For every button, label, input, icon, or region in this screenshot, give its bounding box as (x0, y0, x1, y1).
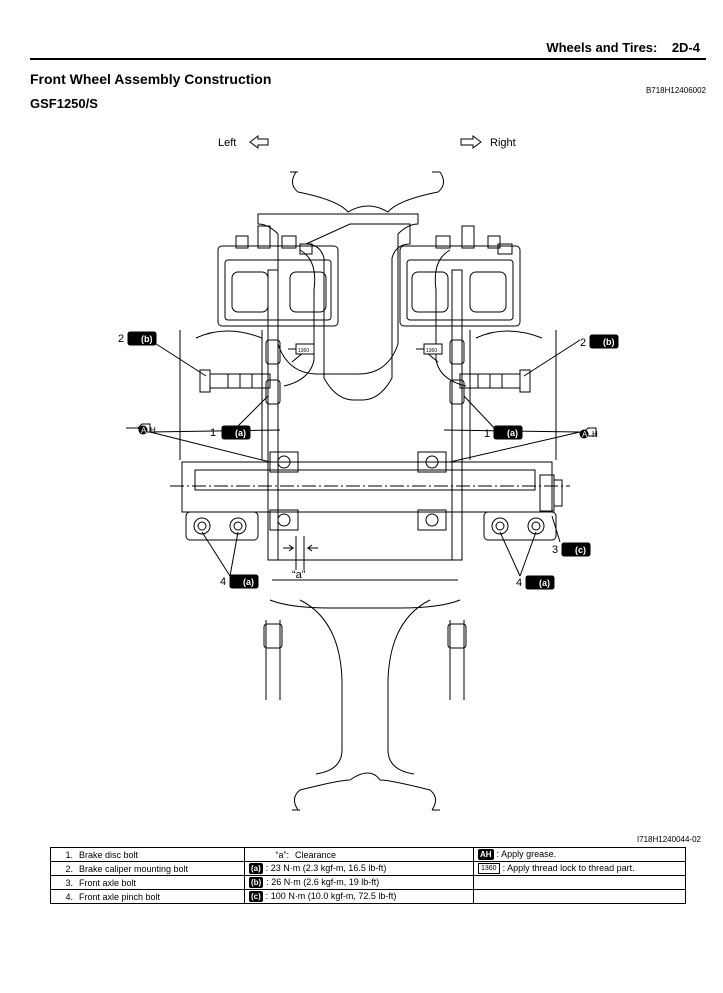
callout-2-left: 2 (118, 333, 124, 345)
clearance-cell: “a”:Clearance (244, 847, 474, 862)
callout-4-left: 4 (220, 576, 226, 588)
empty-cell (473, 875, 686, 890)
header-rule (30, 58, 706, 60)
torque-icon (127, 331, 157, 346)
svg-text:1360: 1360 (298, 348, 309, 354)
spoke-lower (299, 599, 431, 775)
grease-icon: A H (126, 423, 156, 435)
page-number: 2D-4 (671, 40, 700, 55)
svg-text:A: A (141, 426, 147, 435)
torque-a-right: (a) (507, 428, 518, 438)
table-row: 3.Front axle bolt (b): 26 N·m (2.6 kgf-m… (50, 875, 686, 890)
thread-lock-icon: 1360 (288, 343, 315, 355)
thread-lock-cell: 1360: Apply thread lock to thread part. (473, 861, 686, 876)
torque-cell: (b): 26 N·m (2.6 kgf-m, 19 lb-ft) (244, 875, 474, 890)
table-row: 1.Brake disc bolt “a”:Clearance AH: Appl… (50, 847, 686, 862)
table-row: 2.Brake caliper mounting bolt (a): 23 N·… (50, 861, 686, 876)
section-title: Wheels and Tires: (546, 40, 658, 55)
legend-item: 2.Brake caliper mounting bolt (50, 861, 245, 876)
torque-a-pinch-left: (a) (243, 577, 254, 587)
legend-item: 4.Front axle pinch bolt (50, 889, 245, 904)
right-pinch-bolts (483, 511, 557, 541)
figure-code-bottom: I718H1240044-02 (636, 835, 701, 844)
left-pinch-bolts (185, 511, 259, 541)
svg-text:1360: 1360 (426, 348, 437, 354)
torque-icon (589, 334, 619, 349)
empty-cell (473, 889, 686, 904)
page-title: Front Wheel Assembly Construction (30, 71, 272, 87)
torque-icon (525, 575, 555, 590)
grease-icon: AH (478, 849, 494, 861)
right-arrow-icon (460, 135, 482, 149)
hub-lower (268, 559, 462, 609)
thread-lock-icon: 1360 (416, 343, 443, 355)
left-arrow-icon (249, 135, 269, 149)
clearance-indicator: “a” (283, 536, 318, 581)
figure-code-top: B718H12406002 (645, 86, 706, 95)
rim-bottom (294, 772, 436, 811)
torque-icon (221, 425, 251, 440)
torque-cell: (a): 23 N·m (2.3 kgf-m, 16.5 lb-ft) (244, 861, 474, 876)
torque-icon: (a) (249, 863, 263, 875)
torque-c: (c) (575, 545, 586, 555)
right-fork-leg (469, 330, 557, 460)
torque-icon (493, 425, 523, 440)
left-caliper-bolt (199, 369, 271, 393)
torque-icon (229, 574, 259, 589)
torque-a-left: (a) (235, 428, 246, 438)
legend-table: 1.Brake disc bolt “a”:Clearance AH: Appl… (50, 847, 686, 904)
grease-icon: A H (572, 427, 598, 439)
svg-text:A: A (582, 430, 588, 439)
torque-b-left: (b) (141, 334, 153, 344)
torque-icon: (c) (249, 891, 263, 903)
callout-1-left: 1 (210, 427, 216, 439)
left-fork-leg (179, 330, 263, 460)
clearance-label: “a” (292, 569, 306, 581)
grease-cell: AH: Apply grease. (473, 847, 686, 862)
right-label: Right (490, 137, 516, 149)
right-brake-caliper (399, 225, 521, 327)
callout-3: 3 (552, 544, 558, 556)
left-label: Left (218, 137, 236, 149)
torque-cell: (c): 100 N·m (10.0 kgf-m, 72.5 lb-ft) (244, 889, 474, 904)
left-brake-caliper (217, 225, 339, 327)
svg-text:H: H (592, 430, 598, 439)
model-name: GSF1250/S (30, 96, 98, 111)
torque-icon: (b) (249, 877, 264, 889)
right-brake-disc (451, 269, 463, 561)
legend-item: 3.Front axle bolt (50, 875, 245, 890)
page-header: Wheels and Tires: 2D-4 (0, 40, 700, 55)
legend-item: 1.Brake disc bolt (50, 847, 245, 862)
hub-bearings (269, 451, 447, 531)
svg-text:H: H (150, 426, 156, 435)
torque-b-right: (b) (603, 337, 615, 347)
callout-2-right: 2 (580, 337, 586, 349)
callout-4-right: 4 (516, 577, 522, 589)
thread-lock-icon: 1360 (478, 863, 500, 875)
rim-top (292, 171, 444, 213)
right-caliper-bolt (459, 369, 531, 393)
torque-icon (561, 542, 591, 557)
callout-1-right: 1 (484, 428, 490, 440)
torque-a-pinch-right: (a) (539, 578, 550, 588)
front-axle (170, 461, 570, 513)
table-row: 4.Front axle pinch bolt (c): 100 N·m (10… (50, 889, 686, 904)
